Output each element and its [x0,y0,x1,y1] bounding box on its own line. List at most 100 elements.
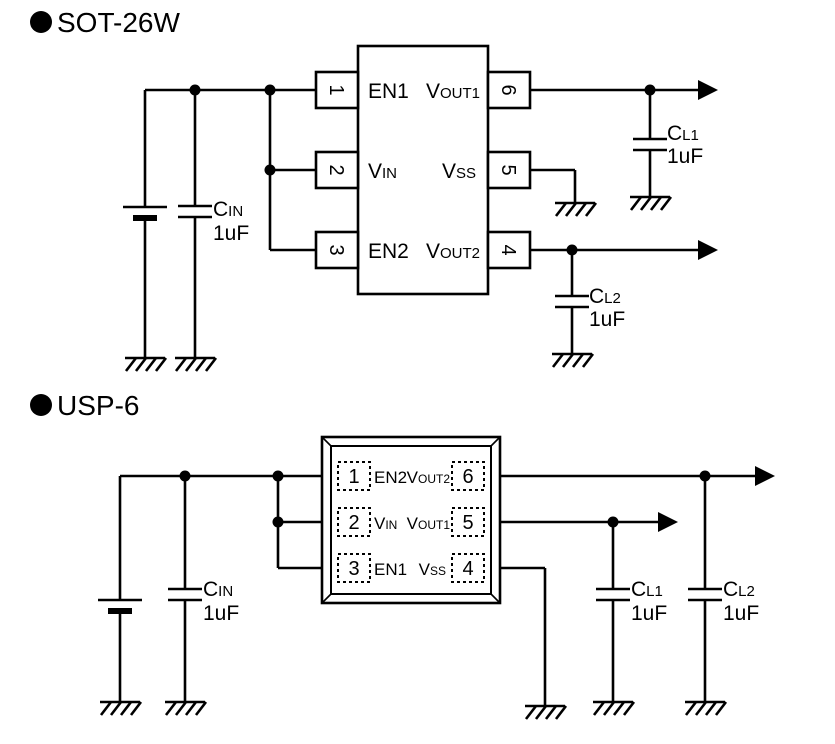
ic-body [356,44,490,296]
capacitor-cin-symbol [176,204,214,219]
pin-box [314,150,360,190]
capacitor-cl2-symbol [686,587,724,602]
pin-label-vin: VIN [374,514,397,533]
output-arrow-vout1 [698,80,718,100]
ground-symbol [523,704,568,721]
pin-box [337,461,371,491]
pin-box [486,70,532,110]
pin-6: 6 [486,70,532,110]
pin-number: 2 [348,512,359,534]
pin-label-en1: EN1 [374,560,407,579]
cap-labels-sot26w: CIN 1uF CL1 1uF CL2 1uF [213,122,703,331]
pin-5: 5 [486,150,532,190]
pin-box [314,70,360,110]
pin-box [451,461,485,491]
ground-symbol [163,700,208,717]
section-title-sot26w: SOT-26W [30,7,180,38]
cl2-value: 1uF [589,308,625,331]
cin-label: CIN [213,198,243,221]
junction-dot [607,516,619,528]
pin-box [337,507,371,537]
pin-number: 4 [497,244,519,255]
pin-label-vss: VSS [442,160,476,183]
pin-number: 6 [462,466,473,488]
pin-label-vss: VSS [419,560,446,579]
ic-corner-bevel [321,593,332,604]
junction-dot [264,84,276,96]
pin-3: 3 [314,230,360,270]
ground-symbol [550,352,595,369]
cin-value: 1uF [203,602,239,625]
section-sot26w: SOT-26W [30,7,718,373]
ground-symbol [683,700,728,717]
junction-dot [272,516,284,528]
ground-symbol [628,195,673,212]
pin-label-en1: EN1 [368,80,409,103]
junction-dot [566,244,578,256]
pin-number: 5 [462,512,473,534]
pin-label-vout2: VOUT2 [407,468,451,487]
cl1-label: CL1 [667,122,699,145]
output-arrow-vout2 [698,240,718,260]
ic-corner-bevel [490,593,501,604]
output-arrow-vout2 [755,466,775,486]
ic-package-usp6: 1 2 3 6 5 4 EN2 VIN [320,435,502,605]
capacitor-cl1-symbol [631,137,669,152]
pin-number: 3 [348,558,359,580]
junction-dot [189,84,201,96]
output-arrow-vout1 [658,512,678,532]
pin-label-vin: VIN [368,160,397,183]
ground-symbol [173,356,218,373]
pin-1: 1 [314,70,360,110]
junction-dot [264,164,276,176]
pin-3: 3 [337,553,371,583]
cl2-value: 1uF [723,602,759,625]
ground-symbol [553,201,598,218]
junction-dot [179,470,191,482]
pin-label-vout2: VOUT2 [426,240,480,263]
pin-number: 1 [325,84,347,95]
cap-labels-usp6: CIN 1uF CL1 1uF CL2 1uF [203,578,759,625]
capacitor-cin-symbol [166,587,204,602]
pin-box [451,553,485,583]
pin-6: 6 [451,461,485,491]
capacitor-cl1-symbol [594,587,632,602]
pin-number: 4 [462,558,473,580]
cin-value: 1uF [213,222,249,245]
junction-dot [699,470,711,482]
pin-box [486,150,532,190]
cl1-label: CL1 [631,578,663,601]
pin-label-vout1: VOUT1 [407,514,451,533]
cl2-label: CL2 [589,285,621,308]
pin-number: 1 [348,466,359,488]
cl1-value: 1uF [667,145,703,168]
section-title-text: USP-6 [57,390,139,421]
battery-symbol [123,207,167,218]
cl2-label: CL2 [723,578,755,601]
cin-label: CIN [203,578,233,601]
junction-dot [272,470,284,482]
ic-corner-bevel [490,436,501,447]
pin-number: 6 [497,84,519,95]
section-bullet-icon [30,11,52,33]
pin-2: 2 [314,150,360,190]
ground-symbol [591,700,636,717]
section-bullet-icon [30,394,52,416]
ground-symbol [98,700,143,717]
section-title-usp6: USP-6 [30,390,139,421]
pin-box [486,230,532,270]
pin-number: 2 [325,164,347,175]
capacitor-cl2-symbol [553,294,591,309]
junctions-usp6 [179,470,711,528]
battery-symbol [98,600,142,611]
wiring-sot26w [143,88,698,358]
pin-box [451,507,485,537]
pin-1: 1 [337,461,371,491]
ground-symbol [123,356,168,373]
section-usp6: USP-6 [30,390,775,721]
pin-label-en2: EN2 [374,468,407,487]
cl1-value: 1uF [631,602,667,625]
pin-number: 5 [497,164,519,175]
